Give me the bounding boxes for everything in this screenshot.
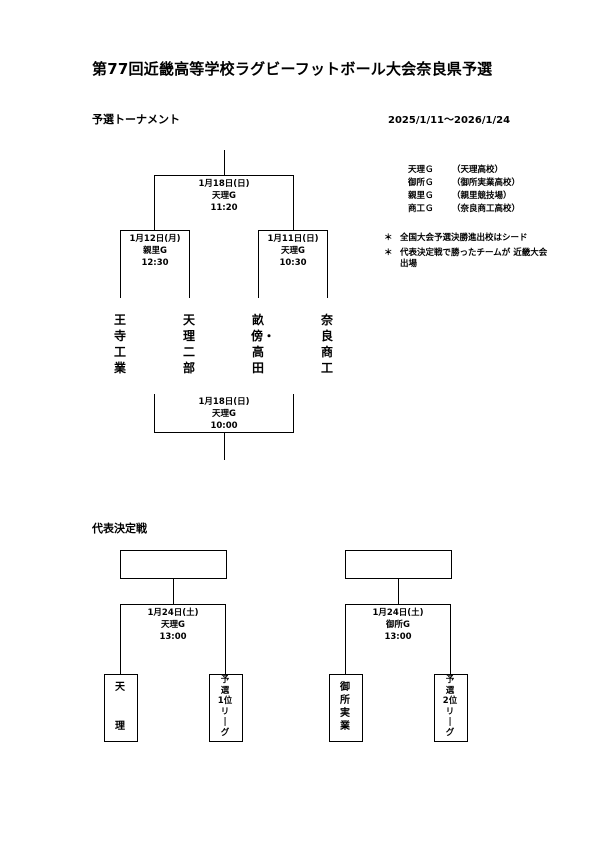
team-box xyxy=(104,674,138,742)
match-venue: 御所G xyxy=(386,620,410,630)
asterisk-icon: ＊ xyxy=(384,233,393,243)
bracket-line xyxy=(327,230,328,298)
match-venue: 天理G xyxy=(212,191,236,201)
bracket-line xyxy=(258,230,259,298)
match-date: 1月11日(日) xyxy=(267,234,319,244)
match-date: 1月12日(月) xyxy=(129,234,181,244)
team-name: 天 理 xyxy=(115,682,125,732)
rep-right-match-info: 1月24日(土) 御所G 13:00 xyxy=(348,607,448,643)
bracket-line xyxy=(120,604,226,605)
legend-item: 御所Ｇ（御所実業高校） xyxy=(408,178,521,188)
match-date: 1月18日(日) xyxy=(198,179,250,189)
third-match-info: 1月18日(日) 天理G 10:00 xyxy=(174,396,274,432)
match-time: 11:20 xyxy=(210,203,238,213)
page-title: 第77回近畿高等学校ラグビーフットボール大会奈良県予選 xyxy=(92,60,493,78)
asterisk-icon: ＊ xyxy=(384,248,393,258)
legend-item: 天理Ｇ（天理高校） xyxy=(408,165,504,175)
bracket-line xyxy=(258,230,328,231)
legend-item: 親里Ｇ（親里競技場） xyxy=(408,191,512,201)
winner-box xyxy=(120,550,227,579)
bracket-line xyxy=(225,604,226,674)
bracket-line xyxy=(173,578,174,604)
bracket-line xyxy=(120,230,121,298)
match-date: 1月24日(土) xyxy=(147,608,199,618)
rep-left-match-info: 1月24日(土) 天理G 13:00 xyxy=(123,607,223,643)
team-name: 予 選 1位 リ | グ xyxy=(217,675,233,738)
team-name: 予 選 2位 リ | グ xyxy=(442,675,458,738)
note-item: ＊ 代表決定戦で勝ったチームが 近畿大会出場 xyxy=(384,248,548,269)
team-name: 天理二部 xyxy=(182,313,195,375)
date-range: 2025/1/11～2026/1/24 xyxy=(388,115,511,126)
right-match-info: 1月11日(日) 天理G 10:30 xyxy=(243,233,343,269)
note-item: ＊ 全国大会予選決勝進出校はシード xyxy=(384,233,528,243)
team-name: 御 所 実 業 xyxy=(340,682,350,732)
bracket-line xyxy=(224,432,225,460)
bracket-line xyxy=(154,175,155,230)
bracket-line xyxy=(398,578,399,604)
bracket-line xyxy=(345,604,451,605)
match-time: 10:30 xyxy=(279,258,307,268)
bracket-line xyxy=(450,604,451,674)
match-date: 1月18日(日) xyxy=(198,397,250,407)
team-box xyxy=(329,674,363,742)
team-name: 畝傍・高田 xyxy=(251,313,276,375)
bracket-line xyxy=(345,604,346,674)
final-match-info: 1月18日(日) 天理G 11:20 xyxy=(174,178,274,214)
bracket-line xyxy=(154,394,155,432)
bracket-line xyxy=(154,175,294,176)
team-box xyxy=(209,674,243,742)
match-venue: 天理G xyxy=(212,409,236,419)
team-name: 王寺工業 xyxy=(113,313,126,375)
match-venue: 天理G xyxy=(281,246,305,256)
team-box xyxy=(434,674,468,742)
match-venue: 親里G xyxy=(143,246,167,256)
winner-box xyxy=(345,550,452,579)
team-name: 奈良商工 xyxy=(320,313,333,375)
match-time: 13:00 xyxy=(384,632,412,642)
bracket-line xyxy=(120,604,121,674)
legend-item: 商工Ｇ（奈良商工高校） xyxy=(408,204,521,214)
match-time: 10:00 xyxy=(210,421,238,431)
bracket-line xyxy=(189,230,190,298)
match-time: 13:00 xyxy=(159,632,187,642)
match-date: 1月24日(土) xyxy=(372,608,424,618)
bracket-line xyxy=(293,394,294,432)
notes: ＊ 全国大会予選決勝進出校はシード ＊ 代表決定戦で勝ったチームが 近畿大会出場 xyxy=(384,233,550,274)
bracket-line xyxy=(120,230,190,231)
left-match-info: 1月12日(月) 親里G 12:30 xyxy=(105,233,205,269)
section-heading-representative: 代表決定戦 xyxy=(92,522,147,535)
match-time: 12:30 xyxy=(141,258,169,268)
section-heading-tournament: 予選トーナメント xyxy=(92,113,180,126)
match-venue: 天理G xyxy=(161,620,185,630)
venue-legend: 天理Ｇ（天理高校） 御所Ｇ（御所実業高校） 親里Ｇ（親里競技場） 商工Ｇ（奈良商… xyxy=(408,164,520,216)
bracket-line xyxy=(293,175,294,230)
bracket-line xyxy=(224,150,225,175)
